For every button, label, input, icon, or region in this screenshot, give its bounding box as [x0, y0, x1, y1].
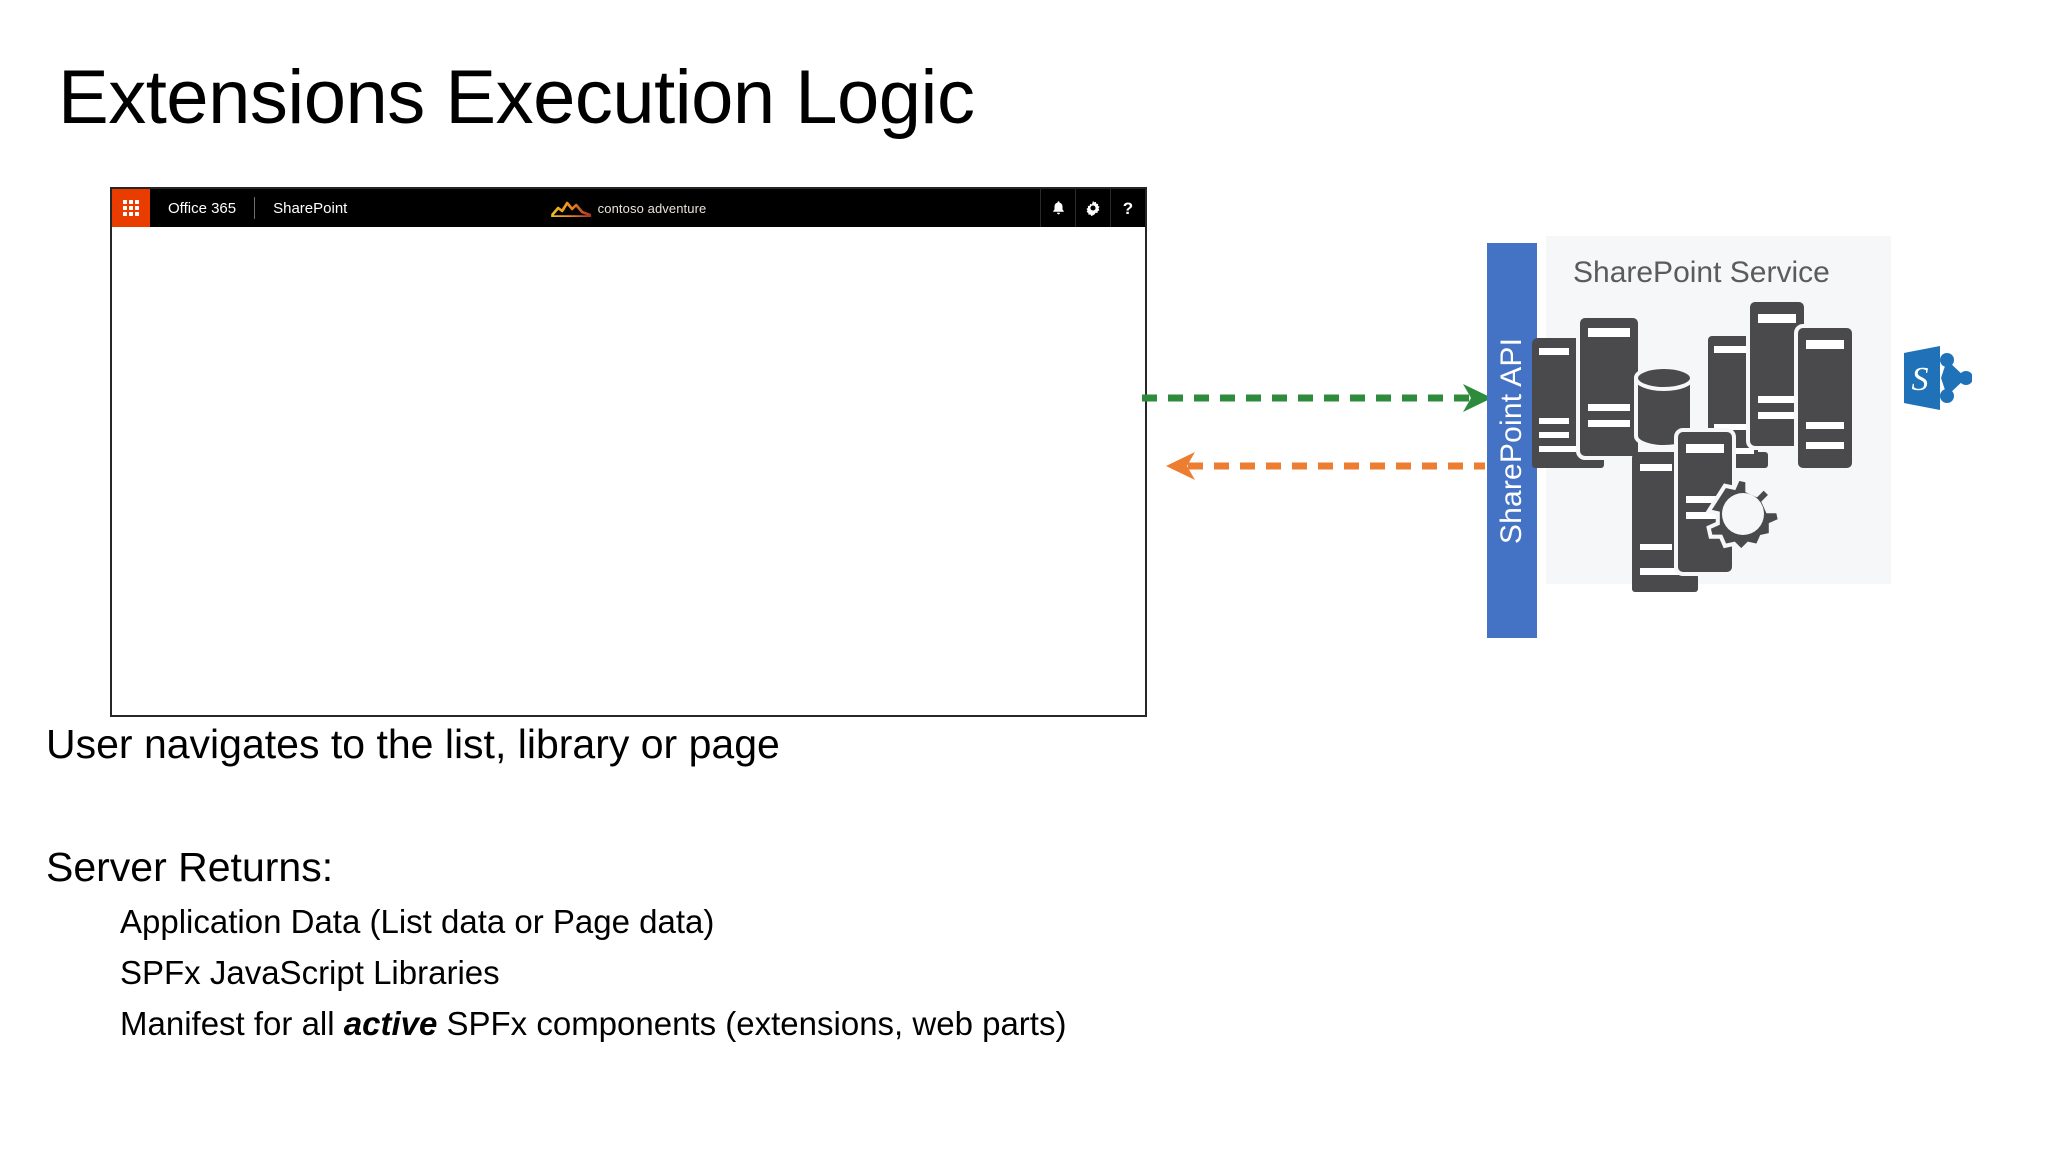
site-logo[interactable]: contoso adventure [550, 189, 707, 227]
server-gear-icon [1674, 428, 1783, 576]
server-returns-list: Application Data (List data or Page data… [120, 903, 1067, 1057]
server-rack-icon [1576, 314, 1642, 460]
app-launcher-waffle-icon[interactable] [112, 189, 150, 227]
request-arrow [1142, 384, 1492, 412]
sharepoint-api-label: SharePoint API [1495, 337, 1528, 544]
question-mark-glyph: ? [1122, 198, 1134, 218]
suite-bar-divider [254, 197, 256, 219]
notifications-bell-icon[interactable] [1040, 189, 1075, 227]
svg-text:S: S [1912, 361, 1929, 398]
server-rack-icon [1794, 324, 1856, 472]
list-item-emphasis: active [343, 1004, 438, 1042]
help-question-icon[interactable]: ? [1110, 189, 1145, 227]
sharepoint-product-label[interactable]: SharePoint [273, 199, 348, 217]
list-item-text-post: SPFx components (extensions, web parts) [437, 1004, 1067, 1042]
browser-window: Office 365 SharePoint contoso adventure [110, 187, 1147, 717]
sharepoint-logo: S [1900, 342, 1973, 414]
bell-glyph [1052, 201, 1064, 215]
page-title: Extensions Execution Logic [58, 55, 975, 140]
list-item: Manifest for all active SPFx components … [120, 1004, 1067, 1043]
server-rack-icon [1746, 298, 1808, 450]
server-cluster-svg [1532, 298, 1856, 592]
browser-content-area[interactable] [112, 227, 1145, 715]
suite-bar-actions: ? [1040, 189, 1145, 227]
lead-statement: User navigates to the list, library or p… [46, 721, 780, 767]
list-item-text-pre: Manifest for all [120, 1004, 344, 1042]
sharepoint-api-bar: SharePoint API [1487, 243, 1537, 638]
list-item: Application Data (List data or Page data… [120, 903, 715, 940]
waffle-grid-glyph [123, 200, 139, 216]
sharepoint-service-title: SharePoint Service [1573, 256, 1830, 289]
response-arrow [1166, 452, 1485, 480]
sharepoint-logo-svg: S [1904, 346, 1973, 410]
server-rack-icon [1632, 452, 1698, 592]
server-cluster [1528, 298, 1948, 630]
gear-glyph [1086, 200, 1100, 216]
database-cylinder-icon [1634, 365, 1694, 449]
arrow-layer [1140, 380, 1540, 510]
settings-gear-icon[interactable] [1075, 189, 1110, 227]
office365-suite-bar: Office 365 SharePoint contoso adventure [112, 189, 1145, 227]
server-returns-heading: Server Returns: [46, 844, 334, 890]
office365-brand-label[interactable]: Office 365 [168, 199, 237, 217]
mountain-logo-icon [550, 201, 591, 217]
arrows-svg [1142, 384, 1492, 480]
site-name-label: contoso adventure [597, 200, 707, 216]
list-item: SPFx JavaScript Libraries [120, 953, 500, 991]
